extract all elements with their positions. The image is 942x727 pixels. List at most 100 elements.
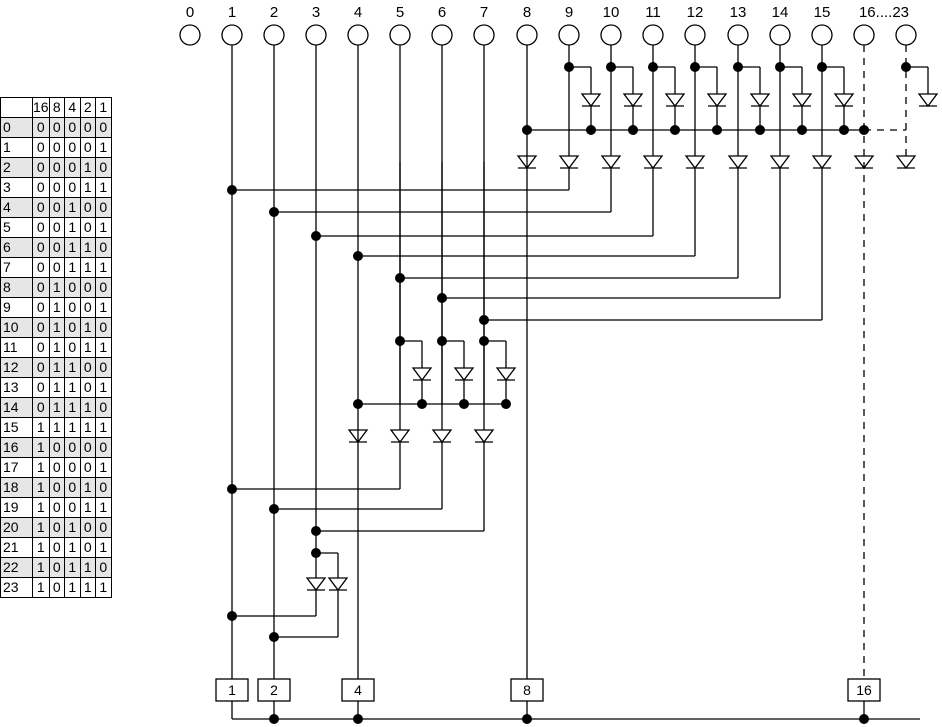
bit-cell: 0 [95,317,112,338]
input-label: 1 [228,4,236,21]
bit-cell: 0 [79,357,97,378]
output-label: 2 [270,682,278,698]
bit-cell: 1 [95,577,112,598]
bit-cell: 0 [95,397,112,418]
row-label-cell: 14 [0,397,33,418]
bit-cell: 1 [48,277,66,298]
diode-symbol [684,155,706,170]
junction-dot [712,125,722,135]
bit-cell: 0 [48,197,66,218]
diode-symbol [495,367,517,382]
junction-dot [311,548,321,558]
bit-cell: 0 [95,477,112,498]
diode-symbol [473,429,495,444]
row-label-cell: 0 [0,117,33,138]
bit-cell: 0 [95,157,112,178]
bit-cell: 0 [79,437,97,458]
bit-cell: 0 [95,117,112,138]
input-terminal [853,24,875,46]
junction-dot [501,399,511,409]
input-label: 14 [772,4,789,21]
bit-cell: 1 [32,577,50,598]
junction-dot [522,125,532,135]
junction-dot [606,62,616,72]
bit-cell: 0 [32,297,50,318]
diode-symbol [453,367,475,382]
input-label: 4 [354,4,362,21]
bit-cell: 1 [95,377,112,398]
input-label: 8 [523,4,531,21]
input-terminal [895,24,917,46]
bit-cell: 1 [64,237,81,258]
junction-dot [733,62,743,72]
input-terminal [263,24,285,46]
input-label: 2 [270,4,278,21]
bit-cell: 0 [32,237,50,258]
diode-symbol [431,429,453,444]
junction-dot [437,336,447,346]
junction-dot [775,62,785,72]
row-label-cell: 5 [0,217,33,238]
bit-cell: 1 [95,337,112,358]
row-label-cell: 23 [0,577,33,598]
diode-symbol [791,93,813,108]
input-terminal [811,24,833,46]
bit-cell: 0 [64,277,81,298]
junction-dot [479,336,489,346]
row-label-cell: 12 [0,357,33,378]
diode-symbol [347,429,369,444]
input-label: 7 [480,4,488,21]
diode-symbol [853,155,875,170]
bit-cell: 1 [95,257,112,278]
junction-dot [755,125,765,135]
output-box [341,678,375,702]
diode-symbol [749,93,771,108]
bit-cell: 1 [79,317,97,338]
input-terminal [305,24,327,46]
bit-cell: 1 [79,237,97,258]
row-label-cell: 11 [0,337,33,358]
row-label-cell: 2 [0,157,33,178]
diode-symbol [895,155,917,170]
input-terminal [727,24,749,46]
bit-cell: 0 [64,117,81,138]
input-terminal [431,24,453,46]
junction-dot [586,125,596,135]
bit-cell: 1 [32,497,50,518]
diode-symbol [664,93,686,108]
diode-symbol [580,93,602,108]
junction-dot [395,336,405,346]
junction-dot [353,714,363,724]
bit-cell: 0 [48,517,66,538]
junction-dot [227,484,237,494]
input-terminal [516,24,538,46]
diode-symbol [642,155,664,170]
diode-symbol [727,155,749,170]
diode-symbol [305,577,327,592]
output-box [257,678,291,702]
bit-cell: 1 [64,577,81,598]
junction-dot [269,632,279,642]
junction-dot [522,714,532,724]
input-terminal [347,24,369,46]
junction-dot [670,125,680,135]
output-box [510,678,544,702]
row-label-cell: 17 [0,457,33,478]
junction-dot [690,62,700,72]
input-label: 12 [687,4,704,21]
junction-dot [311,231,321,241]
diode-symbol [833,93,855,108]
bit-cell: 1 [48,397,66,418]
diode-symbol [769,155,791,170]
junction-dot [437,293,447,303]
